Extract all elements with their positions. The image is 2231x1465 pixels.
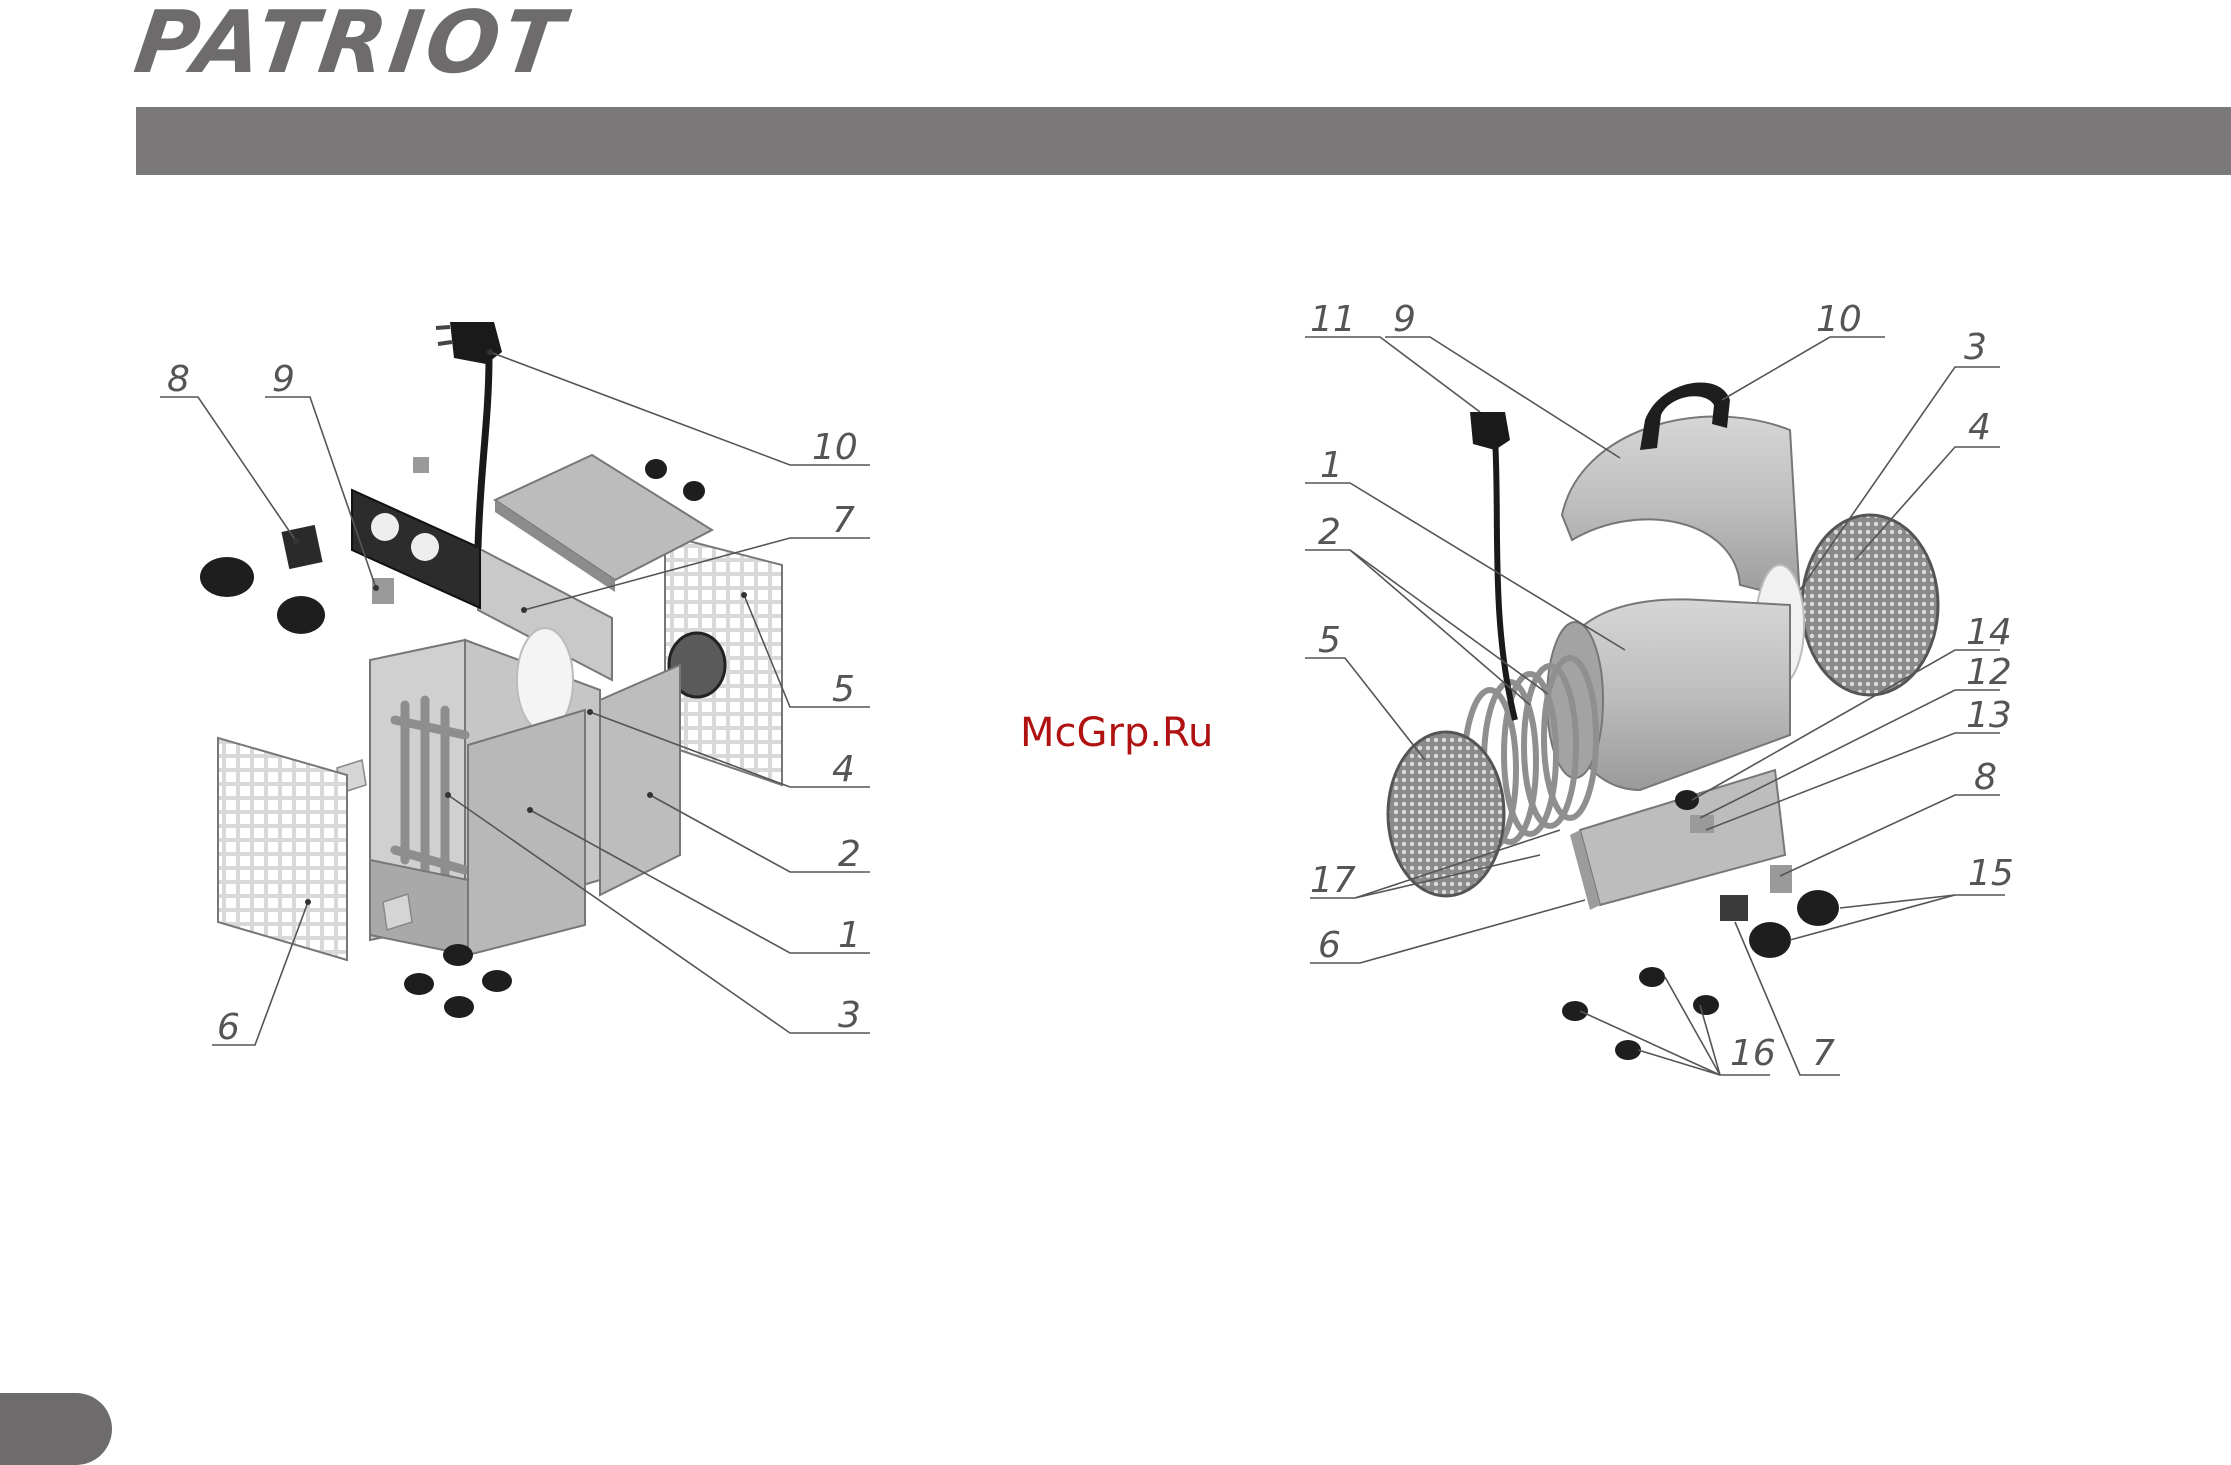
power-plug-right — [1470, 412, 1510, 450]
right-callout-13: 13 — [1966, 695, 2012, 736]
right-callout-5: 5 — [1318, 620, 1341, 661]
left-knob-bottom — [277, 596, 325, 634]
front-grille — [218, 738, 347, 960]
right-foot-1 — [1639, 967, 1665, 987]
foot-3 — [482, 970, 512, 992]
left-callout-8: 8 — [167, 359, 190, 400]
right-callout-12: 12 — [1966, 652, 2012, 693]
right-callout-4: 4 — [1968, 407, 1991, 448]
power-cord — [478, 357, 489, 548]
right-callout-15: 15 — [1968, 853, 2014, 894]
foot-1 — [443, 944, 473, 966]
right-exploded-view: 11 9 10 3 4 1 2 5 14 12 13 8 15 17 6 16 … — [1305, 299, 2014, 1075]
left-callout-1: 1 — [838, 915, 861, 956]
right-callout-14: 14 — [1966, 612, 2012, 653]
left-callout-6: 6 — [217, 1007, 240, 1048]
side-panel — [600, 665, 680, 895]
right-callout-3: 3 — [1964, 327, 1987, 368]
right-callout-7: 7 — [1812, 1033, 1835, 1074]
right-foot-3 — [1562, 1001, 1588, 1021]
right-callout-9: 9 — [1393, 299, 1416, 340]
right-callout-16: 16 — [1730, 1033, 1776, 1074]
right-foot-2 — [1693, 995, 1719, 1015]
right-callout-17: 17 — [1310, 860, 1356, 901]
bracket-right — [1770, 865, 1792, 893]
left-exploded-view: 8 9 10 7 5 4 2 1 3 6 — [160, 322, 870, 1048]
right-callout-1: 1 — [1320, 445, 1343, 486]
left-callout-4: 4 — [832, 749, 855, 790]
right-knob-bottom — [1749, 922, 1791, 958]
watermark-text: McGrp.Ru — [1020, 710, 1213, 756]
right-knob-top — [1797, 890, 1839, 926]
right-callout-8: 8 — [1974, 757, 1997, 798]
power-switch — [281, 525, 322, 569]
left-callout-7: 7 — [832, 500, 855, 541]
foot-4 — [444, 996, 474, 1018]
right-foot-4 — [1615, 1040, 1641, 1060]
right-callout-11: 11 — [1310, 299, 1356, 340]
right-callout-2: 2 — [1318, 512, 1341, 553]
switch-right — [1720, 895, 1748, 921]
indicator-light — [1675, 790, 1699, 810]
left-callout-2: 2 — [838, 834, 861, 875]
left-callout-9: 9 — [272, 359, 295, 400]
left-knob-top — [200, 557, 254, 597]
right-callout-6: 6 — [1318, 925, 1341, 966]
foot-2 — [404, 973, 434, 995]
left-callout-10: 10 — [812, 427, 858, 468]
front-housing — [468, 710, 585, 955]
page-tab — [0, 1393, 112, 1465]
left-callout-3: 3 — [838, 995, 861, 1036]
front-guard — [1388, 732, 1504, 896]
right-callout-10: 10 — [1816, 299, 1862, 340]
thermostat — [372, 578, 394, 604]
left-callout-5: 5 — [832, 669, 855, 710]
power-plug — [450, 322, 502, 364]
